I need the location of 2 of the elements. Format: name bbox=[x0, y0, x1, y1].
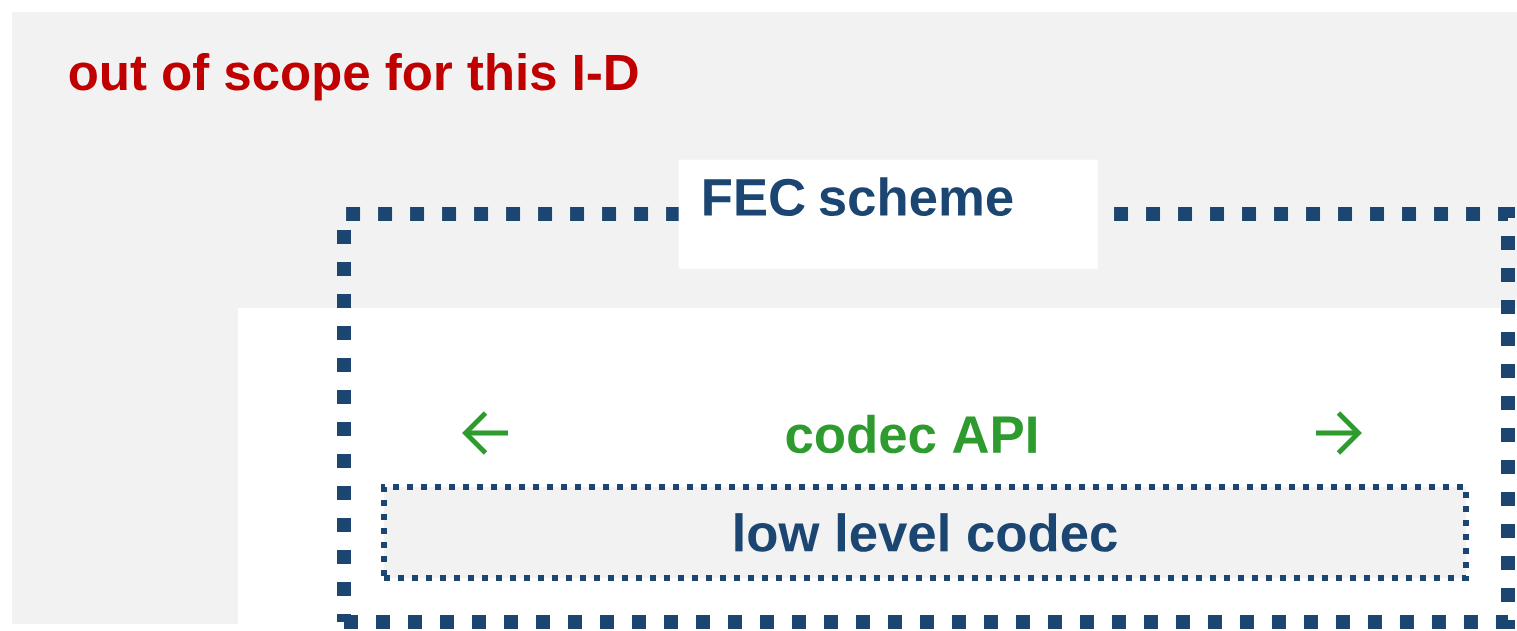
dotted-box: low level codec bbox=[381, 484, 1469, 581]
frame-heading: FEC scheme bbox=[678, 159, 1098, 269]
